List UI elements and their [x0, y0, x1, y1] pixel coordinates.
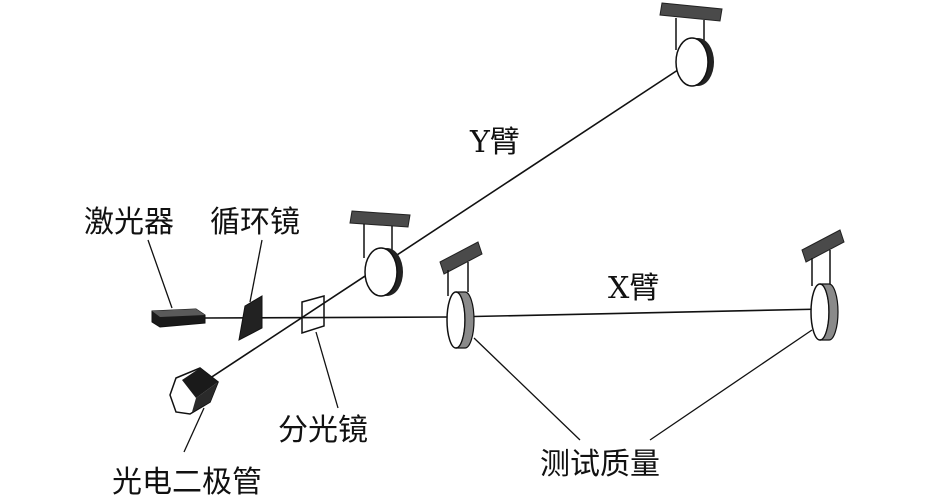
beam-splitter-icon	[301, 295, 325, 335]
leader-beam-splitter	[315, 331, 339, 409]
laser-label: 激光器	[84, 205, 174, 240]
beam-laser-to-bs	[204, 316, 451, 319]
near-y-mirror-icon	[349, 210, 411, 297]
leader-circulator	[249, 239, 263, 303]
leader-test-mass-near	[473, 337, 581, 441]
test-mass-label: 测试质量	[540, 447, 660, 482]
photodiode-label: 光电二极管	[112, 465, 262, 500]
far-y-mirror-icon	[659, 2, 723, 87]
beam-y-arm	[191, 61, 691, 391]
circulator-label: 循环镜	[210, 205, 300, 240]
y-arm-label: Y臂	[469, 125, 520, 160]
near-x-test-mass-icon	[439, 241, 483, 349]
beam-x-arm	[449, 308, 826, 318]
far-x-test-mass-icon	[801, 229, 845, 341]
photodiode-icon	[169, 367, 219, 415]
circulator-mirror-icon	[238, 295, 263, 341]
leader-test-mass-far	[649, 329, 813, 441]
x-arm-label: X臂	[608, 271, 659, 306]
leader-laser	[147, 239, 173, 309]
laser-icon	[151, 308, 206, 328]
beam-splitter-label: 分光镜	[278, 413, 368, 448]
leader-photodiode	[183, 407, 205, 453]
